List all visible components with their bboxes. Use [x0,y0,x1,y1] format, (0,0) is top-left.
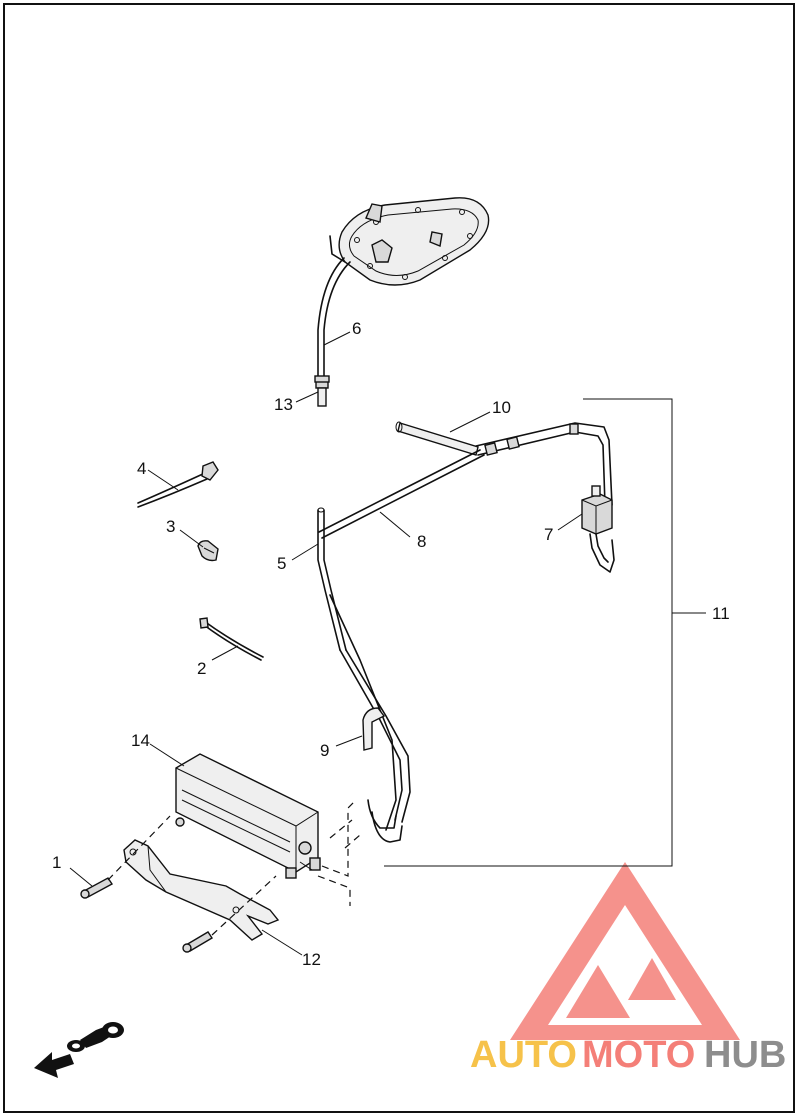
callout-3: 3 [166,517,175,536]
part-13-clamp [314,375,330,383]
callout-10: 10 [492,398,511,417]
callout-11: 11 [712,604,730,623]
callout-2: 2 [197,659,206,678]
watermark-moto: MOTO [582,1034,695,1076]
callout-12: 12 [302,950,321,969]
part-7-purge-valve [581,485,615,573]
callout-1: 1 [52,853,61,872]
assembly-dashed-lines [107,799,361,936]
callout-6: 6 [352,319,361,338]
watermark-logo-icon [510,862,740,1040]
watermark-hub: HUB [704,1034,786,1076]
callout-7: 7 [544,525,553,544]
part-2-cable-tie [199,617,264,661]
assembly-11-bracket [384,398,706,867]
part-1-screw [80,877,114,899]
callout-4: 4 [137,459,146,478]
vapor-hose-assembly [317,421,613,843]
part-14-charcoal-canister [175,753,321,879]
callout-14: 14 [131,731,150,750]
callout-13: 13 [274,395,293,414]
part-6-vent-plate-and-hose [315,197,490,407]
motorcycle-front-arrow-icon [34,1022,124,1078]
part-4-cable-strap [137,461,219,508]
callout-8: 8 [417,532,426,551]
callout-9: 9 [320,741,329,760]
part-12-canister-bracket [123,839,280,941]
watermark-text: AUTO MOTO HUB [470,1034,786,1076]
leader-lines [69,331,583,956]
part-1-lower-screw [182,931,213,953]
diagram-border [3,3,795,1113]
part-3-clip [197,540,219,562]
callout-5: 5 [277,554,286,573]
watermark-auto: AUTO [470,1034,577,1076]
